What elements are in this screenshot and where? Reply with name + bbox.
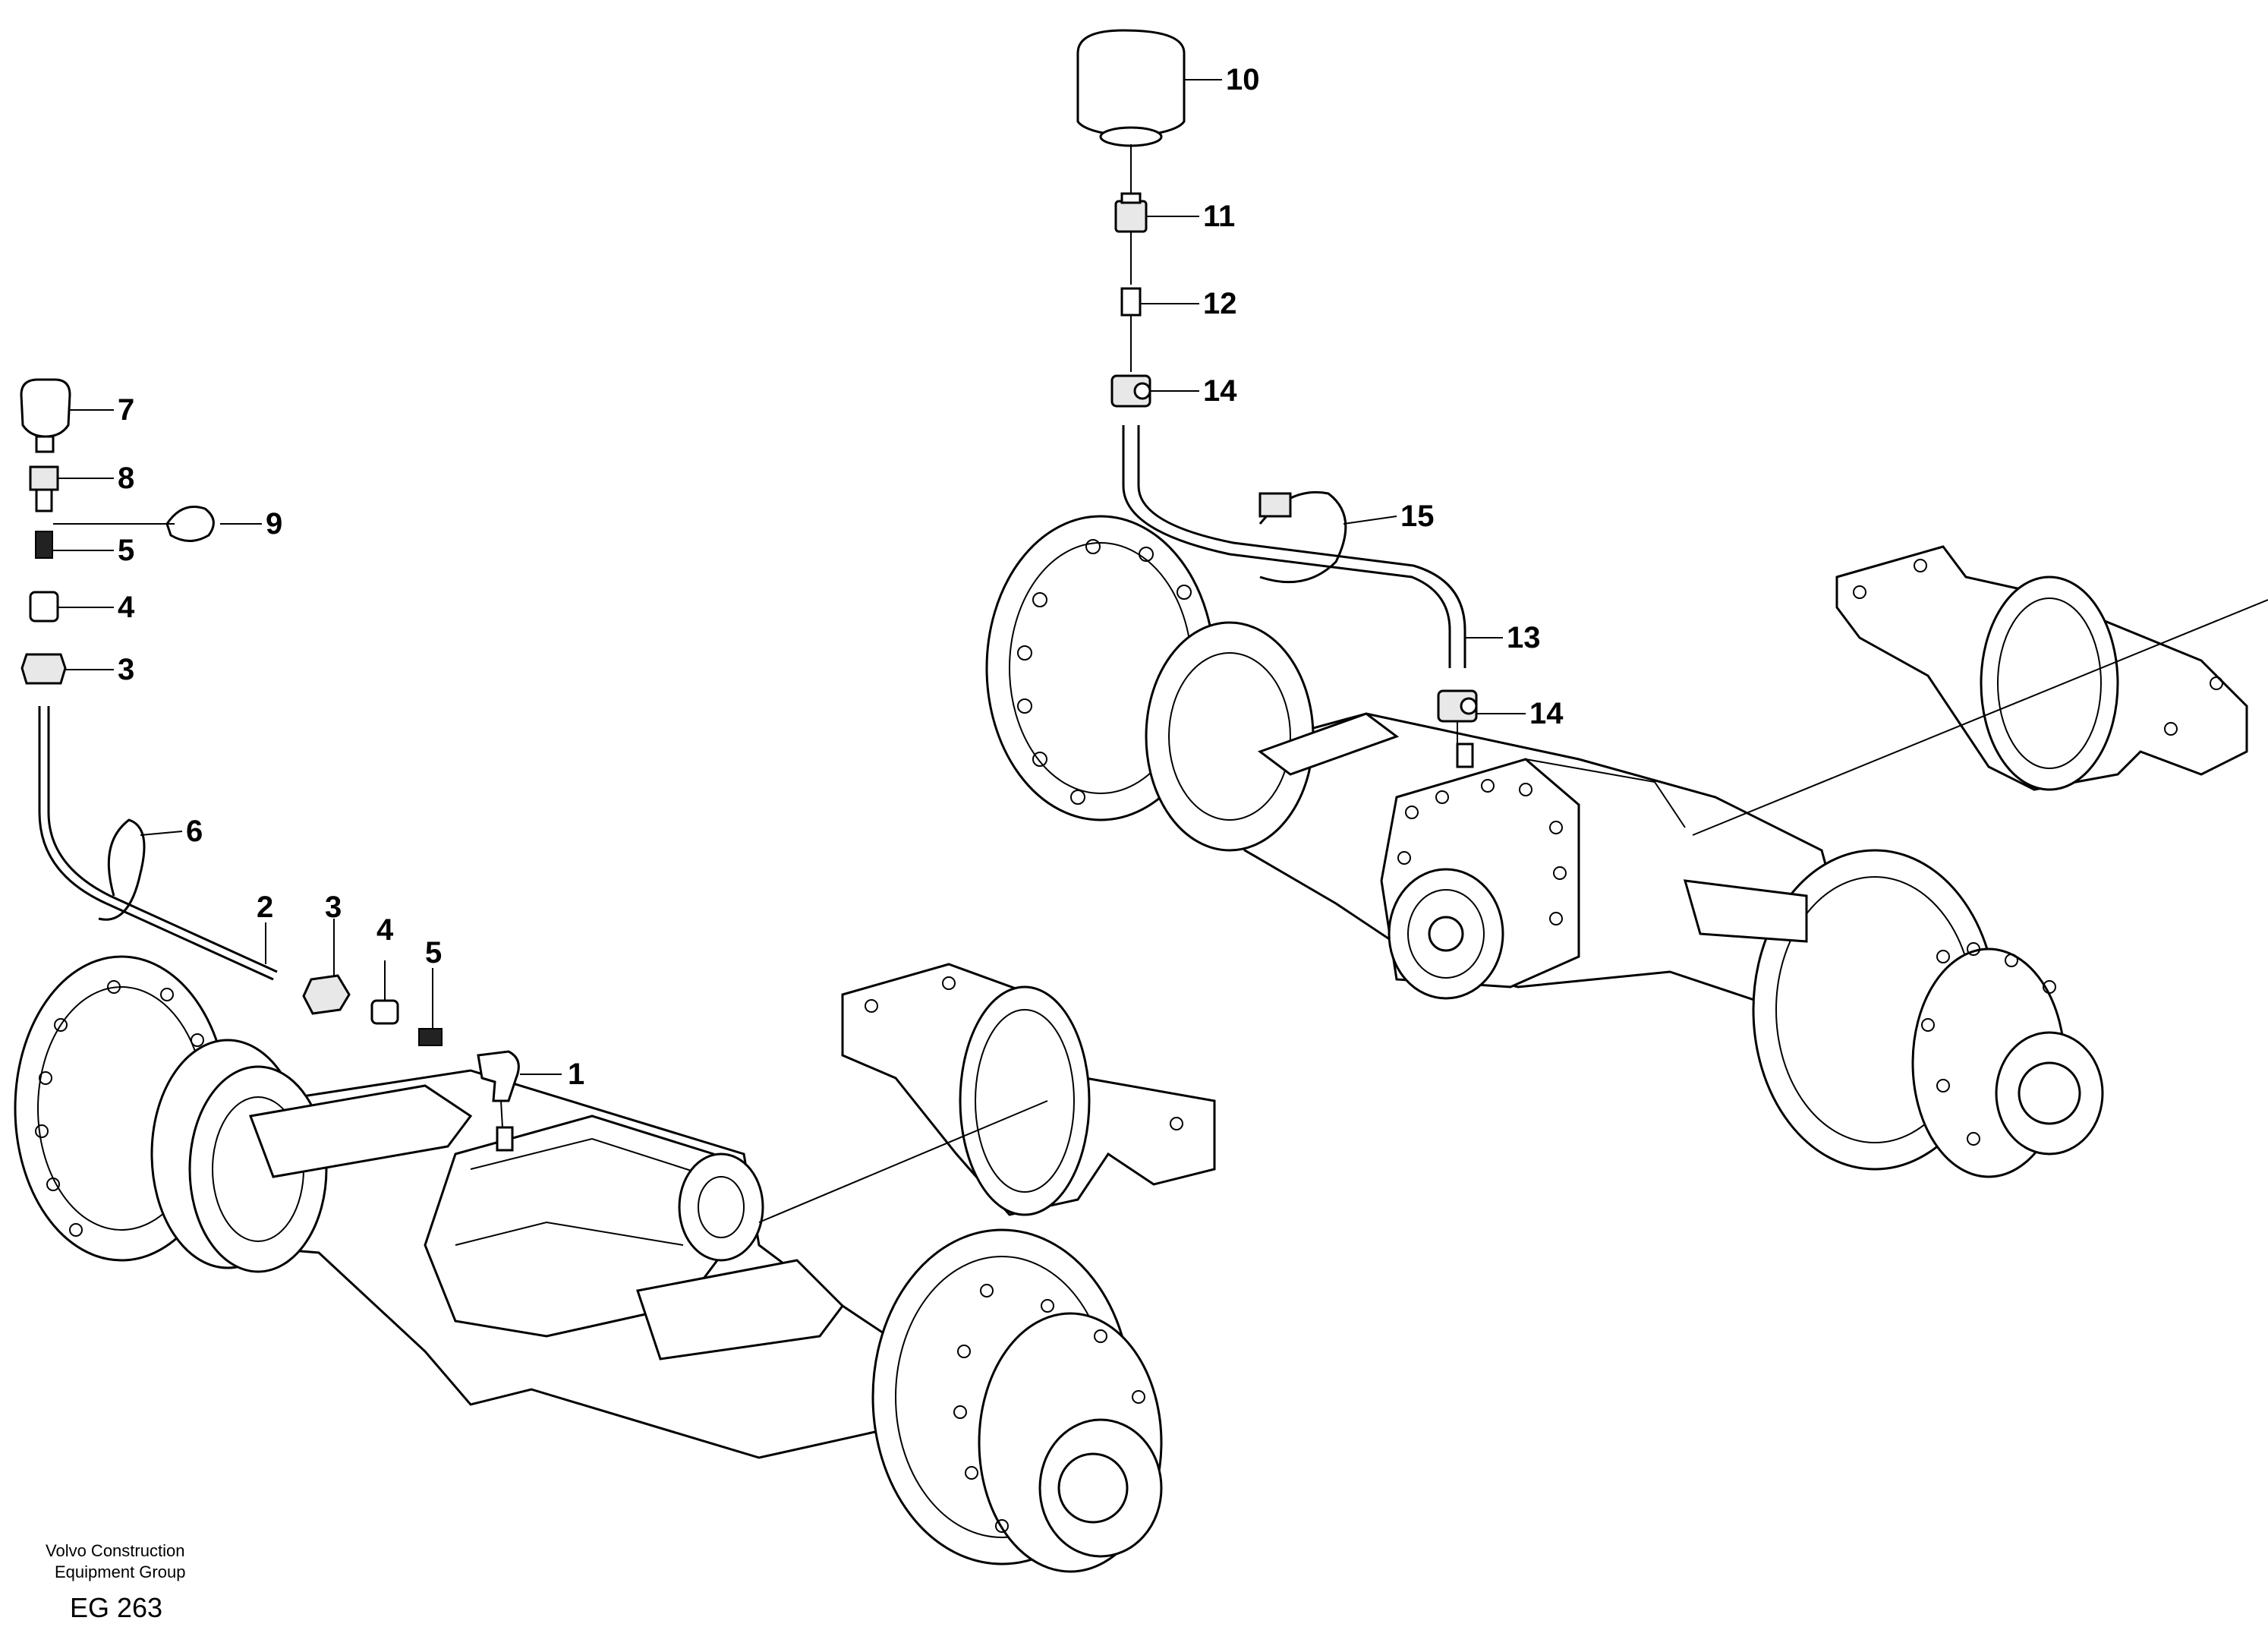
callout-13: 13 bbox=[1507, 621, 1541, 654]
front-breather-cap-7 bbox=[20, 378, 71, 438]
front-axle-left-hub bbox=[14, 955, 328, 1273]
rear-axle-left-hub bbox=[985, 515, 1315, 852]
callout-5-lower: 5 bbox=[425, 936, 442, 970]
rear-hose-strap-15 bbox=[1258, 490, 1347, 584]
front-elbow-1 bbox=[477, 1050, 520, 1102]
company-name-line1: Volvo Construction bbox=[46, 1541, 184, 1560]
front-breather-assembly bbox=[20, 378, 520, 1128]
callout-1: 1 bbox=[568, 1058, 584, 1091]
front-clamp-9 bbox=[165, 506, 215, 542]
drawing-code: EG 263 bbox=[70, 1592, 162, 1623]
rear-breather-assembly bbox=[1076, 29, 1478, 752]
callout-9: 9 bbox=[266, 507, 282, 541]
front-adapter-8 bbox=[29, 465, 59, 491]
callout-15: 15 bbox=[1400, 500, 1435, 533]
callout-8: 8 bbox=[118, 462, 134, 495]
front-nipple-5 bbox=[35, 531, 53, 559]
front-hose-clip-6 bbox=[98, 818, 146, 921]
rear-breather-cap-10 bbox=[1076, 29, 1186, 138]
callout-11: 11 bbox=[1203, 200, 1235, 233]
front-nut-3 bbox=[20, 653, 67, 685]
callout-4-lower: 4 bbox=[376, 913, 394, 947]
callout-3-lower: 3 bbox=[325, 891, 342, 924]
callout-10: 10 bbox=[1226, 63, 1260, 96]
front-axle-cradle bbox=[758, 963, 1216, 1223]
rear-fitting-11 bbox=[1114, 200, 1148, 233]
callout-labels: 7 8 9 5 4 3 6 2 3 4 5 1 10 11 12 14 15 1… bbox=[118, 63, 1564, 1091]
callout-7: 7 bbox=[118, 393, 134, 427]
callout-12: 12 bbox=[1203, 287, 1237, 320]
front-axle-right-hub bbox=[871, 1228, 1163, 1573]
callout-2: 2 bbox=[257, 891, 273, 924]
company-name-line2: Equipment Group bbox=[55, 1562, 185, 1581]
callout-3-upper: 3 bbox=[118, 653, 134, 686]
callout-14-upper: 14 bbox=[1203, 374, 1237, 408]
callout-4-upper: 4 bbox=[118, 591, 135, 624]
front-axle bbox=[14, 955, 1163, 1573]
rear-axle bbox=[985, 515, 2104, 1178]
callout-14-lower: 14 bbox=[1529, 697, 1564, 730]
rear-axle-right-hub bbox=[1752, 849, 2104, 1178]
callout-6: 6 bbox=[186, 815, 203, 848]
callout-5-upper: 5 bbox=[118, 534, 134, 567]
footer: Volvo Construction Equipment Group EG 26… bbox=[46, 1541, 185, 1623]
rear-fitting-12 bbox=[1120, 287, 1142, 317]
rear-axle-cradle bbox=[1692, 545, 2268, 836]
front-bushing-4 bbox=[29, 591, 59, 623]
leader-lines bbox=[53, 79, 1526, 1075]
